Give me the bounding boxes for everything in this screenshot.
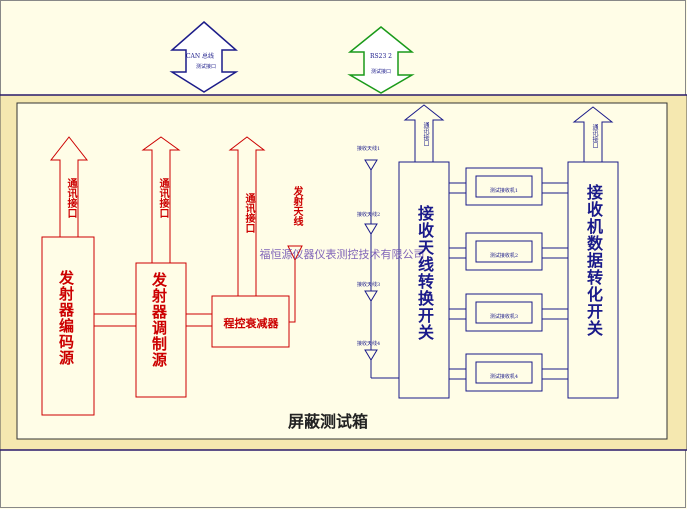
modulator-comm-port-label: 通讯接口 — [157, 178, 168, 218]
company-watermark: 福恒源仪器仪表测控技术有限公司 — [260, 247, 425, 261]
attenuator-comm-arrow — [228, 136, 266, 297]
rx-antenna-icon-4 — [364, 349, 378, 361]
antenna-switch-comm-port-label: 通讯接口 — [422, 122, 429, 146]
tx-antenna-label: 发射天线 — [291, 186, 302, 226]
can-bus-title: CAN 总线 — [186, 52, 214, 60]
receiver-unit-label-3: 测试接收机3 — [490, 313, 518, 320]
encoder-comm-port-label: 通讯接口 — [65, 178, 76, 218]
rs232-title: RS23 2 — [370, 53, 392, 60]
encoder-source-label: 发射器编码源 — [57, 270, 75, 366]
modulator-comm-arrow — [141, 136, 181, 264]
shield-box-label: 屏蔽测试箱 — [288, 412, 368, 431]
receiver-unit-inner-1 — [475, 175, 533, 198]
attenuator-comm-port-label: 通讯接口 — [243, 193, 254, 233]
receiver-unit-label-1: 测试接收机1 — [490, 187, 518, 194]
rx-antenna-label-2: 接收天线2 — [357, 211, 380, 218]
receiver-unit-inner-3 — [475, 301, 533, 324]
data-switch-label: 接收机数据转化开关 — [584, 184, 603, 337]
antenna-switch-comm-arrow — [403, 104, 445, 163]
receiver-unit-inner-4 — [475, 361, 533, 384]
can-bus-double-arrow — [169, 21, 239, 93]
receiver-unit-label-4: 测试接收机4 — [490, 373, 518, 380]
encoder-comm-arrow — [49, 136, 89, 238]
tx-antenna-feed — [289, 260, 296, 323]
shield-box-inner — [16, 102, 668, 440]
receiver-unit-inner-2 — [475, 240, 533, 263]
rx-antenna-icon-3 — [364, 290, 378, 302]
data-switch-comm-arrow — [572, 106, 614, 163]
data-switch-comm-port-label: 通讯接口 — [591, 124, 598, 148]
rx-antenna-label-3: 接收天线3 — [357, 281, 380, 288]
rx-antenna-icon-2 — [364, 223, 378, 235]
rs232-double-arrow — [347, 26, 415, 94]
attenuator-block — [211, 295, 290, 348]
rx-antenna-label-4: 接收天线4 — [357, 340, 380, 347]
modulator-source-label: 发射器调制源 — [150, 272, 168, 368]
rx-antenna-icon-1 — [364, 159, 378, 171]
rx-antenna-label-1: 接收天线1 — [357, 145, 380, 152]
antenna-switch-label: 接收天线转换开关 — [415, 205, 434, 341]
modulator-source-block — [135, 262, 187, 398]
tx-antenna-icon — [287, 245, 303, 262]
encoder-source-block — [41, 236, 95, 416]
attenuator-label: 程控衰减器 — [224, 316, 280, 330]
receiver-unit-label-2: 测试接收机2 — [490, 252, 518, 259]
rs232-subtitle: 测试接口 — [371, 68, 391, 75]
can-bus-subtitle: 测试接口 — [196, 63, 216, 70]
data-switch-block — [567, 161, 619, 399]
